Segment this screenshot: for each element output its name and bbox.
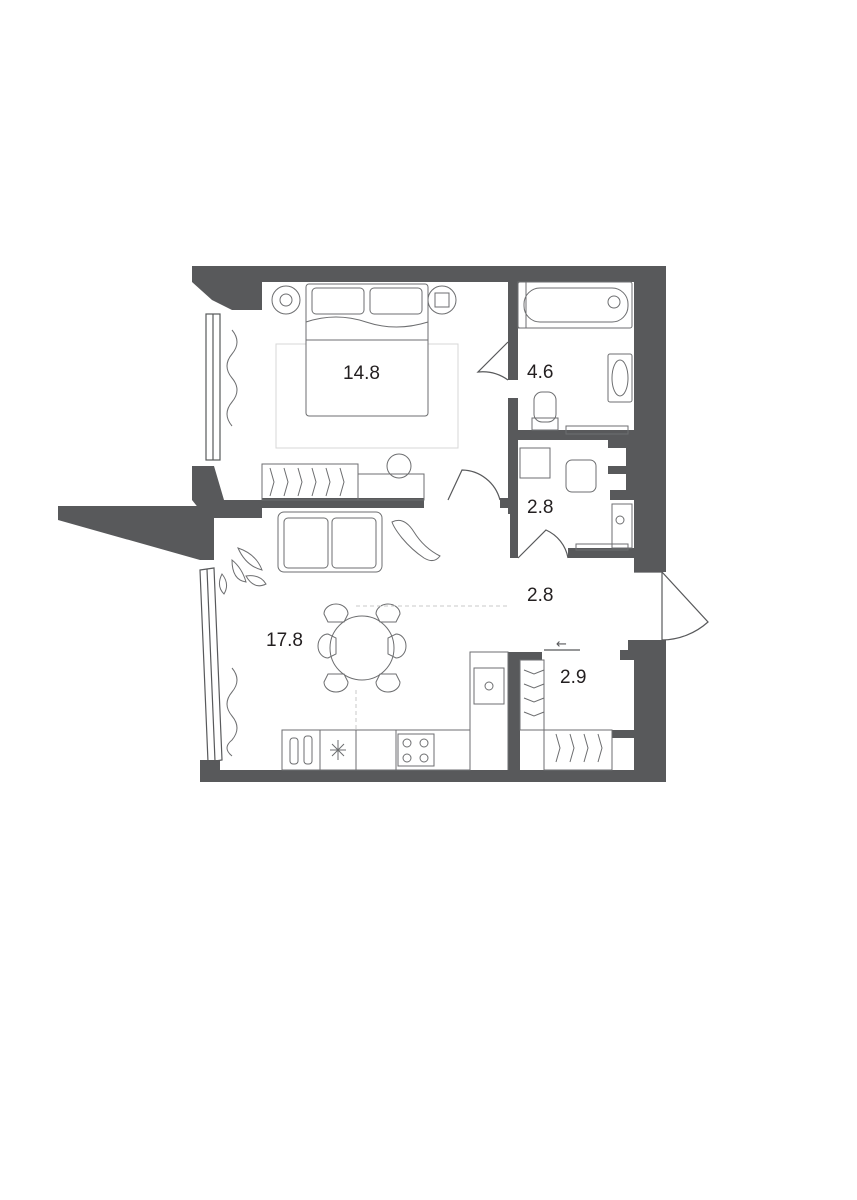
dining-chairs: [317, 603, 407, 693]
bathroom-fixtures: [476, 281, 633, 435]
hangers-wardrobe: [523, 669, 603, 763]
walls: [58, 266, 666, 782]
windows: [199, 313, 238, 763]
wardrobe-fixtures: [519, 649, 613, 771]
living-furniture: [218, 511, 509, 771]
room-area-bedroom: 14.8: [343, 363, 380, 384]
toilet-fixtures: [517, 447, 633, 559]
room-area-living: 17.8: [266, 630, 303, 651]
entrance-door: [634, 571, 709, 641]
hangers-bedroom: [269, 467, 345, 497]
room-area-bathroom: 4.6: [527, 362, 553, 383]
room-area-wardrobe: 2.9: [560, 667, 586, 688]
bedroom-furniture: [261, 283, 501, 501]
bottles: [289, 735, 313, 765]
room-area-toilet: 2.8: [527, 497, 553, 518]
room-area-hallway: 2.8: [527, 585, 553, 606]
entrance-arrow: ←: [556, 637, 567, 652]
